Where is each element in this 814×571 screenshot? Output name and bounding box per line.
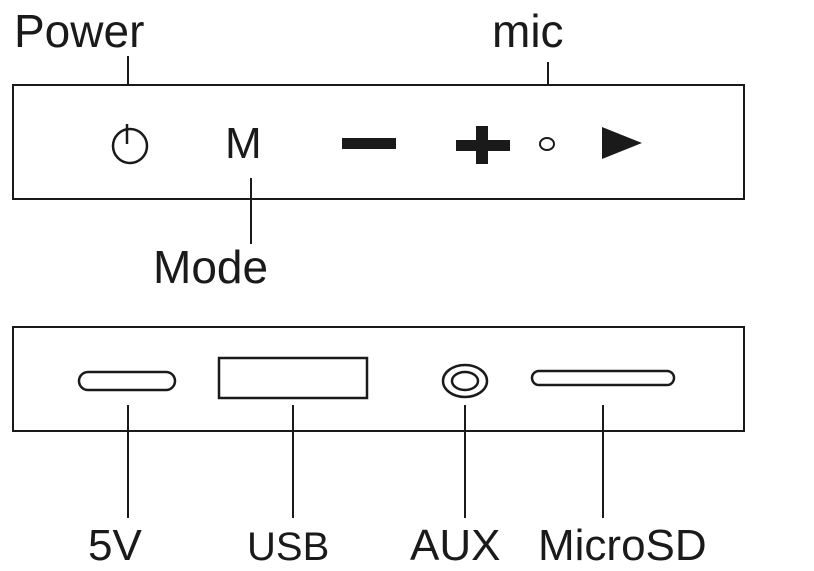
ports-panel (12, 326, 745, 432)
usb-label: USB (247, 525, 330, 569)
mic-hole-icon (539, 137, 555, 151)
usb-c-port[interactable] (77, 370, 177, 394)
microsd-label: MicroSD (538, 521, 707, 570)
power-icon[interactable] (108, 124, 152, 168)
aux-jack[interactable] (440, 362, 492, 402)
usb-a-port[interactable] (217, 356, 369, 400)
mode-button[interactable]: M (225, 119, 262, 168)
usb-leader-line (292, 405, 294, 518)
mode-label: Mode (153, 241, 269, 293)
mode-leader-line (250, 178, 252, 244)
mic-label: mic (492, 5, 564, 57)
plus-icon[interactable] (456, 126, 512, 166)
five-v-label: 5V (88, 521, 142, 570)
five-v-leader-line (127, 405, 129, 518)
minus-icon[interactable] (342, 138, 398, 152)
microsd-slot[interactable] (530, 369, 678, 389)
aux-leader-line (464, 405, 466, 518)
aux-label: AUX (410, 521, 501, 570)
power-label: Power (14, 5, 145, 57)
microsd-leader-line (602, 405, 604, 518)
play-icon[interactable] (602, 127, 646, 161)
